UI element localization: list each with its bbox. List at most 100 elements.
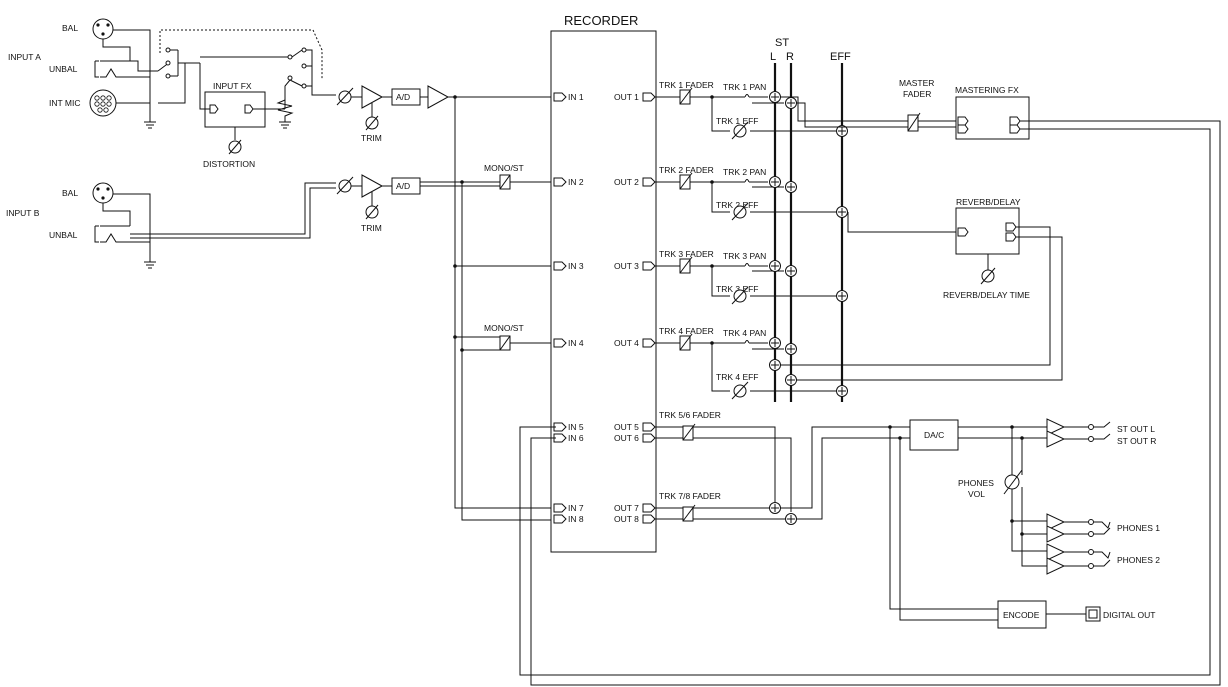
trk-3-eff-knob-icon xyxy=(731,286,749,305)
in-2-label: IN 2 xyxy=(568,177,584,187)
input-a-bal-label: BAL xyxy=(62,23,78,33)
dac-label: DA/C xyxy=(924,430,944,440)
recorder-input-routing: MONO/ST MONO/ST xyxy=(453,97,558,521)
internal-mic-icon xyxy=(89,89,117,117)
st-out-l-amp-icon xyxy=(1046,418,1066,436)
st-out-r-amp-icon xyxy=(1046,430,1066,448)
trk-56-fader-label: TRK 5/6 FADER xyxy=(659,410,721,420)
in-3-label: IN 3 xyxy=(568,261,584,271)
phones-vol-label-1: PHONES xyxy=(958,478,994,488)
out-5-label: OUT 5 xyxy=(614,422,639,432)
input-b-gain-knob-icon xyxy=(336,176,354,195)
mastering-fx-box xyxy=(955,96,1030,140)
trk-4-eff-label: TRK 4 EFF xyxy=(716,372,759,382)
l-bus-label: L xyxy=(770,51,776,63)
phone-jack-icon xyxy=(94,60,130,78)
phones-2-amp-l-icon xyxy=(1046,543,1066,561)
encode-label: ENCODE xyxy=(1003,610,1040,620)
phones-vol-knob-icon xyxy=(1003,469,1023,495)
reverb-delay-time-label: REVERB/DELAY TIME xyxy=(943,290,1030,300)
input-a-gain-knob-icon xyxy=(336,87,354,106)
reverb-delay-time-knob-icon xyxy=(980,267,996,285)
out-8-label: OUT 8 xyxy=(614,514,639,524)
trk-2-eff-knob-icon xyxy=(731,202,749,221)
ad-b-label: A/D xyxy=(396,181,410,191)
in-6-label: IN 6 xyxy=(568,433,584,443)
phones-2-amp-r-icon xyxy=(1046,557,1066,575)
phones-1-amp-r-icon xyxy=(1046,525,1066,543)
output-section: DA/C ST OUT L ST OUT R PHONES VOL xyxy=(888,418,1160,629)
dac-box xyxy=(909,419,959,451)
in-5-label: IN 5 xyxy=(568,422,584,432)
trk-2-pan-label: TRK 2 PAN xyxy=(723,167,766,177)
trk-2-eff-label: TRK 2 EFF xyxy=(716,200,759,210)
trim-b-knob-icon xyxy=(365,204,379,220)
trk-4-pan-label: TRK 4 PAN xyxy=(723,328,766,338)
trk-1-eff-knob-icon xyxy=(731,121,749,140)
r-bus-label: R xyxy=(786,51,794,63)
distortion-knob-icon xyxy=(228,139,242,155)
summing-nodes xyxy=(769,91,848,397)
in-7-label: IN 7 xyxy=(568,503,584,513)
out-4-label: OUT 4 xyxy=(614,338,639,348)
st-out-r-label: ST OUT R xyxy=(1117,436,1156,446)
trim-b-label: TRIM xyxy=(361,223,382,233)
distortion-label: DISTORTION xyxy=(203,159,255,169)
input-fx-label: INPUT FX xyxy=(213,81,252,91)
trk-3-eff-label: TRK 3 EFF xyxy=(716,284,759,294)
eff-bus-label: EFF xyxy=(830,51,851,63)
out-2-label: OUT 2 xyxy=(614,177,639,187)
trk-4-eff-knob-icon xyxy=(731,381,749,400)
trk-3-pan-label: TRK 3 PAN xyxy=(723,251,766,261)
trk-3-fader-label: TRK 3 FADER xyxy=(659,249,714,259)
trk-1-eff-label: TRK 1 EFF xyxy=(716,116,759,126)
int-mic-label: INT MIC xyxy=(49,98,80,108)
phones-1-amp-l-icon xyxy=(1046,513,1066,531)
input-b-bal-label: BAL xyxy=(62,188,78,198)
out-3-label: OUT 3 xyxy=(614,261,639,271)
recorder-in-ports xyxy=(553,92,567,524)
recorder-out-ports xyxy=(642,92,656,524)
st-bus-label: ST xyxy=(775,37,789,49)
out-6-label: OUT 6 xyxy=(614,433,639,443)
input-a-buffer-amp-icon xyxy=(427,85,450,109)
trim-amp-icon xyxy=(361,85,384,109)
master-fader-label-1: MASTER xyxy=(899,78,934,88)
trk-1-fader-label: TRK 1 FADER xyxy=(659,80,714,90)
trim-a-label: TRIM xyxy=(361,133,382,143)
st-out-l-label: ST OUT L xyxy=(1117,424,1155,434)
in-8-label: IN 8 xyxy=(568,514,584,524)
trk-78-fader-label: TRK 7/8 FADER xyxy=(659,491,721,501)
track-channels: TRK 1 FADER TRK 2 FADER TRK 3 FADER TRK … xyxy=(655,80,910,525)
trk-1-pan-label: TRK 1 PAN xyxy=(723,82,766,92)
input-b-unbal-label: UNBAL xyxy=(49,230,78,240)
mono-st-2-label: MONO/ST xyxy=(484,323,524,333)
master-section: MASTER FADER MASTERING FX REVERB/DELAY R… xyxy=(519,78,1221,686)
input-a-unbal-label: UNBAL xyxy=(49,64,78,74)
reverb-delay-label: REVERB/DELAY xyxy=(956,197,1021,207)
in-4-label: IN 4 xyxy=(568,338,584,348)
recorder-title: RECORDER xyxy=(564,13,638,28)
input-a-label: INPUT A xyxy=(8,52,41,62)
mastering-fx-label: MASTERING FX xyxy=(955,85,1019,95)
trim-b-amp-icon xyxy=(361,174,384,198)
mono-st-1-label: MONO/ST xyxy=(484,163,524,173)
mix-buses: ST L R EFF xyxy=(770,37,851,402)
trk-2-fader-label: TRK 2 FADER xyxy=(659,165,714,175)
digital-out-label: DIGITAL OUT xyxy=(1103,610,1155,620)
phone-jack-b-icon xyxy=(94,225,130,243)
input-a-section: INPUT A BAL UNBAL INT MIC xyxy=(8,18,558,169)
trk-4-fader-label: TRK 4 FADER xyxy=(659,326,714,336)
phones-vol-label-2: VOL xyxy=(968,489,985,499)
master-fader-label-2: FADER xyxy=(903,89,931,99)
digital-out-jack-icon xyxy=(1085,606,1101,622)
ad-a-label: A/D xyxy=(396,92,410,102)
input-b-label: INPUT B xyxy=(6,208,40,218)
in-1-label: IN 1 xyxy=(568,92,584,102)
input-b-section: INPUT B BAL UNBAL TRIM xyxy=(6,174,500,269)
out-1-label: OUT 1 xyxy=(614,92,639,102)
phones-2-label: PHONES 2 xyxy=(1117,555,1160,565)
xlr-connector-icon xyxy=(92,18,114,40)
phones-1-label: PHONES 1 xyxy=(1117,523,1160,533)
